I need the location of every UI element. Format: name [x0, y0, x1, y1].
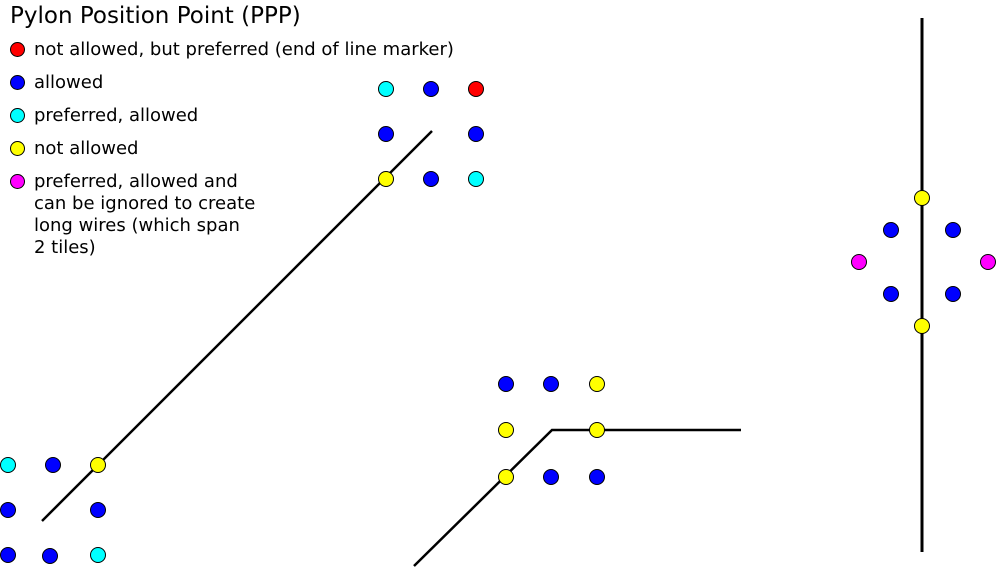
legend-label: preferred, allowed [34, 105, 199, 127]
legend-item-cyan: preferred, allowed [10, 105, 530, 127]
ppp-dot-blue [468, 126, 484, 142]
ppp-dot-magenta [980, 254, 996, 270]
legend-item-blue: allowed [10, 72, 530, 94]
ppp-dot-blue [543, 376, 559, 392]
diagonal-track-line [41, 130, 433, 522]
ppp-dot-yellow [589, 422, 605, 438]
legend-label: not allowed, but preferred (end of line … [34, 39, 454, 61]
ppp-dot-magenta [851, 254, 867, 270]
ppp-dot-cyan [378, 81, 394, 97]
ppp-dot-blue [423, 171, 439, 187]
ppp-dot-blue [45, 457, 61, 473]
ppp-dot-yellow [914, 318, 930, 334]
ppp-dot-blue [0, 502, 16, 518]
ppp-dot-blue [883, 286, 899, 302]
ppp-dot-yellow [90, 457, 106, 473]
ppp-dot-blue [90, 502, 106, 518]
magenta-dot-icon [10, 174, 25, 190]
ppp-dot-yellow [498, 422, 514, 438]
legend-label: preferred, allowed and can be ignored to… [34, 171, 256, 259]
legend-label: not allowed [34, 138, 139, 160]
page-title: Pylon Position Point (PPP) [10, 3, 301, 29]
ppp-dot-blue [945, 286, 961, 302]
legend: not allowed, but preferred (end of line … [10, 39, 530, 270]
legend-panel: Pylon Position Point (PPP) not allowed, … [10, 0, 530, 270]
ppp-dot-cyan [90, 547, 106, 563]
legend-item-magenta: preferred, allowed and can be ignored to… [10, 171, 530, 259]
ppp-dot-yellow [498, 469, 514, 485]
ppp-dot-cyan [0, 457, 16, 473]
cyan-dot-icon [10, 108, 25, 124]
ppp-dot-blue [945, 222, 961, 238]
yellow-dot-icon [10, 141, 25, 157]
ppp-dot-blue [0, 547, 16, 563]
ppp-dot-blue [883, 222, 899, 238]
blue-dot-icon [10, 75, 25, 91]
ppp-dot-yellow [914, 190, 930, 206]
ppp-dot-red [468, 81, 484, 97]
ppp-dot-blue [589, 469, 605, 485]
bent-track-line [413, 428, 741, 567]
ppp-dot-yellow [589, 376, 605, 392]
ppp-dot-blue [42, 548, 58, 564]
red-dot-icon [10, 42, 25, 58]
ppp-dot-cyan [468, 171, 484, 187]
ppp-dot-blue [543, 469, 559, 485]
legend-item-red: not allowed, but preferred (end of line … [10, 39, 530, 61]
ppp-dot-blue [498, 376, 514, 392]
ppp-dot-yellow [378, 171, 394, 187]
ppp-dot-blue [378, 126, 394, 142]
legend-item-yellow: not allowed [10, 138, 530, 160]
ppp-dot-blue [423, 81, 439, 97]
legend-label: allowed [34, 72, 104, 94]
